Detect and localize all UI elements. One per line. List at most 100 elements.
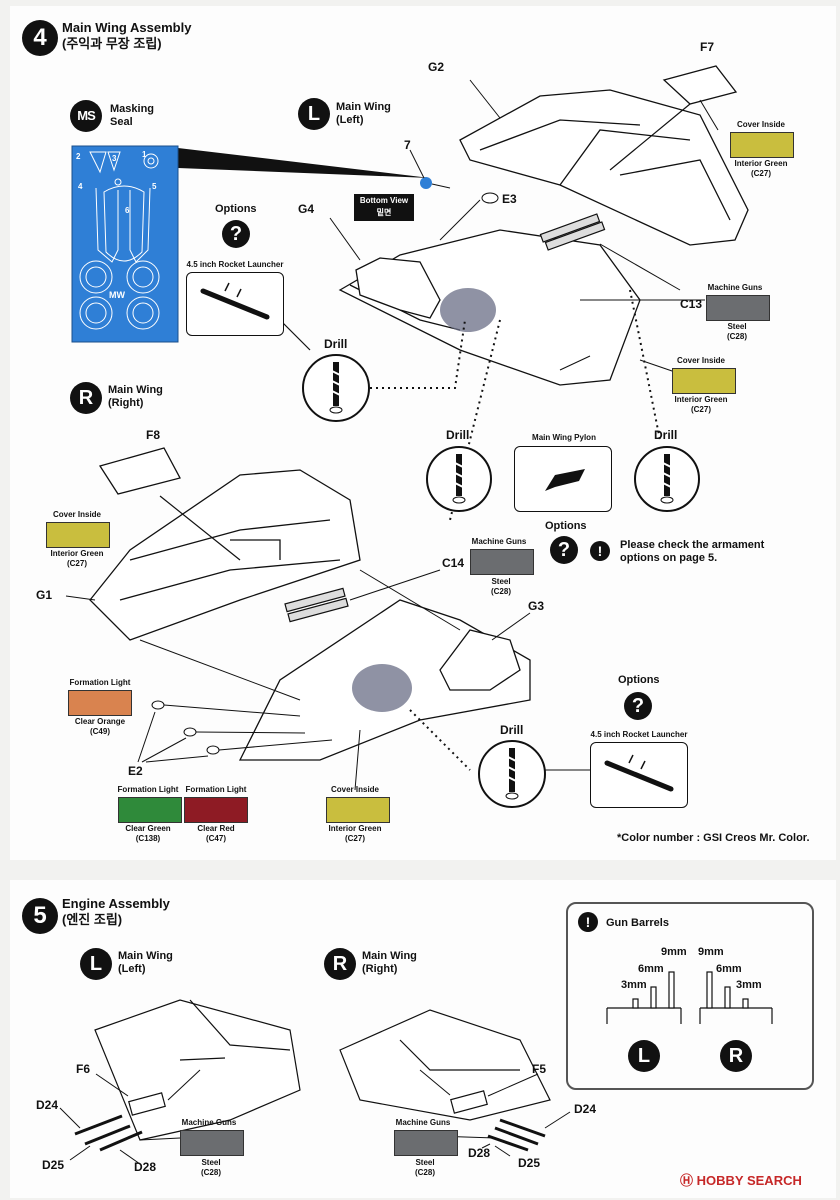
engine-left-badge: L xyxy=(80,948,112,980)
question-icon-top: ? xyxy=(222,220,250,248)
part-g4-shape xyxy=(355,257,441,319)
gun-right-3mm: 3mm xyxy=(736,979,762,991)
mask-num-2: 2 xyxy=(76,152,81,161)
engine-barrels-right xyxy=(487,1118,546,1152)
steel-label-3: Steel(C28) xyxy=(174,1158,248,1178)
mask-num-4: 4 xyxy=(78,182,83,191)
masking-callout-pointer xyxy=(178,148,430,178)
part-e3-shape xyxy=(481,192,499,204)
mask-num-3: 3 xyxy=(112,154,117,163)
drill-label-2: Drill xyxy=(446,428,470,442)
rocket-launcher-icon-bottom xyxy=(604,754,674,792)
part-g3-label: G3 xyxy=(528,599,545,613)
options-label-mid: Options xyxy=(545,520,587,532)
machine-guns-label-1: Machine Guns xyxy=(707,283,763,292)
gun-barrels-left-badge: L xyxy=(628,1040,660,1072)
formation-light-label-2: Formation Light xyxy=(117,785,179,794)
part-g1-label: G1 xyxy=(36,588,53,602)
clear-green-text: Clear Green xyxy=(125,824,171,833)
gun-left-9mm: 9mm xyxy=(661,946,687,958)
gun-barrels-exclamation-icon: ! xyxy=(578,912,598,932)
steel-text-2: Steel xyxy=(491,577,511,586)
engine-left-label: Main Wing (Left) xyxy=(118,950,173,976)
part-f5-label: F5 xyxy=(532,1062,547,1076)
step-4-title: Main Wing Assembly (주익과 무장 조립) xyxy=(62,20,191,52)
drill-icon-1 xyxy=(302,354,370,422)
swatch-steel-1 xyxy=(706,295,770,321)
interior-green-text-2: Interior Green xyxy=(674,395,728,404)
c27-text-3: (C27) xyxy=(66,559,87,568)
drill-label-1: Drill xyxy=(324,337,348,351)
interior-green-label-2: Interior Green(C27) xyxy=(664,395,738,415)
steel-label-4: Steel(C28) xyxy=(388,1158,462,1178)
machine-guns-label-4: Machine Guns xyxy=(395,1118,451,1127)
left-wing-upper-part-g2 xyxy=(459,89,749,246)
part-d28-left-label: D28 xyxy=(134,1160,157,1174)
c28-text-4: (C28) xyxy=(414,1168,435,1177)
left-wing-label-1: Main Wing xyxy=(336,101,391,113)
steel-label-2: Steel(C28) xyxy=(464,577,538,597)
drill-area-left xyxy=(440,288,496,332)
part-e2-label: E2 xyxy=(128,764,143,778)
watermark-icon: Ⓗ xyxy=(680,1173,694,1188)
part-7-label: 7 xyxy=(404,138,411,152)
part-d28-right-label: D28 xyxy=(468,1146,491,1160)
clear-red-label: Clear Red(C47) xyxy=(180,824,252,844)
pylon-icon xyxy=(545,469,585,491)
part-f6-label: F6 xyxy=(76,1062,91,1076)
c47-text: (C47) xyxy=(205,834,226,843)
step-4-badge: 4 xyxy=(22,20,58,56)
gun-left-6mm: 6mm xyxy=(638,963,664,975)
options-label-top: Options xyxy=(215,203,257,215)
drill-label-4: Drill xyxy=(500,723,524,737)
part-d24-left-label: D24 xyxy=(36,1098,59,1112)
swatch-steel-2 xyxy=(470,549,534,575)
right-wing-upper-part-g1 xyxy=(89,469,361,641)
swatch-steel-4 xyxy=(394,1130,458,1156)
c28-text-3: (C28) xyxy=(200,1168,221,1177)
exclamation-icon-mid: ! xyxy=(590,541,610,561)
steel-text-1: Steel xyxy=(727,322,747,331)
bottom-view-line-1: Bottom View xyxy=(359,196,409,205)
part-d24-right-label: D24 xyxy=(574,1102,597,1116)
part-f6-shape xyxy=(128,1092,166,1116)
cover-inside-label-4: Cover Inside xyxy=(330,785,379,794)
machine-guns-label-2: Machine Guns xyxy=(471,537,527,546)
interior-green-label-3: Interior Green(C27) xyxy=(40,549,114,569)
drill-icon-2 xyxy=(426,446,492,512)
watermark-text: HOBBY SEARCH xyxy=(696,1173,802,1188)
color-number-note: *Color number : GSI Creos Mr. Color. xyxy=(617,832,810,844)
c28-text-2: (C28) xyxy=(490,587,511,596)
question-icon-bottom: ? xyxy=(624,692,652,720)
steel-label-1: Steel(C28) xyxy=(700,322,774,342)
masking-seal-badge: MS xyxy=(70,100,102,132)
part-d25-right-label: D25 xyxy=(518,1156,541,1170)
left-wing-badge: L xyxy=(298,98,330,130)
left-wing-label: Main Wing (Left) xyxy=(336,101,391,127)
pylon-label: Main Wing Pylon xyxy=(532,433,596,442)
watermark: Ⓗ HOBBY SEARCH xyxy=(680,1170,802,1189)
step-5-title: Engine Assembly (엔진 조립) xyxy=(62,896,170,928)
drill-label-3: Drill xyxy=(654,428,678,442)
drill-icon-4 xyxy=(478,740,546,808)
part-c14-label: C14 xyxy=(442,556,465,570)
part-c14-guns xyxy=(284,587,349,623)
cover-inside-label-3: Cover Inside xyxy=(52,510,101,519)
c28-text-1: (C28) xyxy=(726,332,747,341)
rocket-launcher-box-bottom xyxy=(590,742,688,808)
part-e2-lights xyxy=(151,700,220,755)
step-4-title-en: Main Wing Assembly xyxy=(62,20,192,35)
options-note-line-1: Please check the armament xyxy=(620,539,765,551)
step-5-title-ko: (엔진 조립) xyxy=(62,912,123,927)
step-5-title-en: Engine Assembly xyxy=(62,896,170,911)
part-e3-label: E3 xyxy=(502,192,517,206)
part-d25-left-label: D25 xyxy=(42,1158,65,1172)
rocket-launcher-label-top: 4.5 inch Rocket Launcher xyxy=(186,260,284,269)
swatch-interior-green-4 xyxy=(326,797,390,823)
cover-inside-label-2: Cover Inside xyxy=(676,356,725,365)
masking-label-1: Masking xyxy=(110,103,155,115)
c49-text: (C49) xyxy=(89,727,110,736)
gun-barrels-diagram xyxy=(606,971,773,1024)
drill-icon-3 xyxy=(634,446,700,512)
interior-green-label-4: Interior Green(C27) xyxy=(318,824,392,844)
